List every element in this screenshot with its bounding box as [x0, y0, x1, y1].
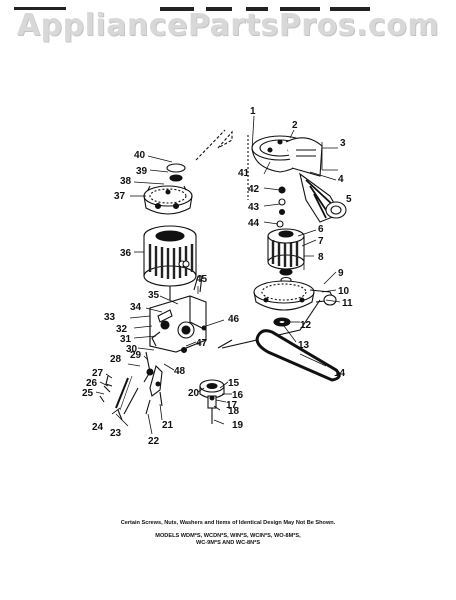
part-label-14: 14 — [334, 368, 346, 379]
part-label-43: 43 — [248, 202, 260, 213]
gear-case-base — [253, 280, 337, 327]
part-label-44: 44 — [248, 218, 260, 229]
part-label-37: 37 — [114, 191, 126, 202]
transmission-gear — [267, 228, 305, 284]
part-label-40: 40 — [134, 150, 146, 161]
guide-line — [217, 130, 233, 149]
pulley-assembly — [199, 379, 225, 424]
part-label-20: 20 — [188, 388, 200, 399]
part-label-19: 19 — [232, 420, 244, 431]
part-label-16: 16 — [232, 390, 244, 401]
part-label-24: 24 — [92, 422, 104, 433]
part-label-11: 11 — [342, 298, 353, 309]
part-label-7: 7 — [318, 236, 324, 247]
part-label-27: 27 — [92, 368, 104, 379]
part-label-26: 26 — [86, 378, 98, 389]
motor-cover-assembly — [143, 163, 193, 215]
part-label-35: 35 — [148, 290, 160, 301]
part-label-17: 17 — [226, 400, 238, 411]
part-label-8: 8 — [318, 252, 324, 263]
part-label-2: 2 — [292, 120, 298, 131]
part-label-45: 45 — [196, 274, 208, 285]
part-label-6: 6 — [318, 224, 324, 235]
part-label-29: 29 — [130, 350, 142, 361]
part-label-5: 5 — [346, 194, 352, 205]
footer-models-line2: WC-9M*S AND WC-8N*S — [195, 540, 261, 546]
part-label-12: 12 — [300, 320, 312, 331]
linkage-assembly — [99, 351, 163, 421]
part-label-48: 48 — [174, 366, 186, 377]
footer-models-line1: MODELS WDM*S, WCDN*S, WIN*S, WCIN*S, WO-… — [155, 533, 301, 539]
leader-lines — [95, 115, 341, 435]
watermark: AppliancePartsPros.com — [16, 8, 440, 43]
part-label-10: 10 — [338, 286, 350, 297]
part-label-46: 46 — [228, 314, 240, 325]
motor — [143, 225, 197, 300]
part-label-9: 9 — [338, 268, 344, 279]
part-label-31: 31 — [120, 334, 132, 345]
hose — [299, 172, 347, 223]
part-label-13: 13 — [298, 340, 310, 351]
washers-and-seals — [276, 186, 286, 228]
part-label-36: 36 — [120, 248, 132, 259]
part-label-33: 33 — [104, 312, 116, 323]
part-label-22: 22 — [148, 436, 160, 447]
top-edge-marks — [0, 0, 456, 11]
part-label-3: 3 — [340, 138, 346, 149]
footer-note: Certain Screws, Nuts, Washers and Items … — [120, 520, 336, 526]
part-label-39: 39 — [136, 166, 148, 177]
part-label-41: 41 — [238, 168, 250, 179]
part-label-21: 21 — [162, 420, 174, 431]
part-label-28: 28 — [110, 354, 122, 365]
part-label-25: 25 — [82, 388, 94, 399]
part-label-42: 42 — [248, 184, 260, 195]
part-label-32: 32 — [116, 324, 128, 335]
part-label-38: 38 — [120, 176, 132, 187]
part-label-47: 47 — [196, 338, 208, 349]
belt — [255, 329, 341, 382]
gear-housing-cover — [251, 135, 323, 177]
part-label-34: 34 — [130, 302, 142, 313]
part-label-30: 30 — [126, 344, 138, 355]
part-label-1: 1 — [250, 106, 256, 117]
motor-mount-bracket — [149, 275, 207, 354]
part-number-labels: 1234567891011121314151617181920212223242… — [82, 106, 353, 447]
part-label-15: 15 — [228, 378, 240, 389]
part-label-18: 18 — [228, 406, 240, 417]
part-label-4: 4 — [338, 174, 344, 185]
part-label-23: 23 — [110, 428, 122, 439]
